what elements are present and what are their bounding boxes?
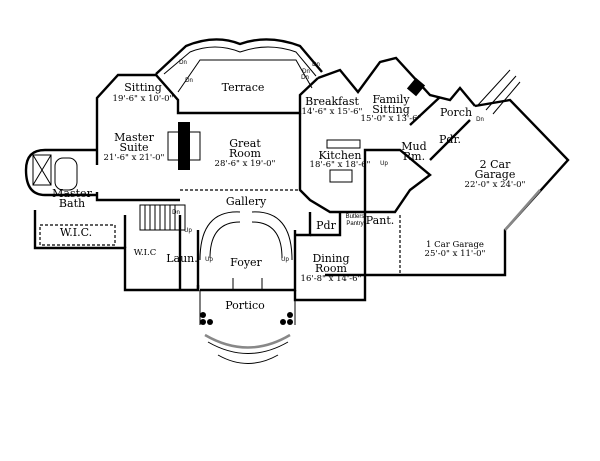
kitchen-dims: 18'-6" x 18'-6" <box>310 160 371 170</box>
master-suite-label-2: Suite <box>119 141 148 154</box>
one-car-garage-label: 1 Car Garage <box>426 240 484 250</box>
wic-master-label: W.I.C. <box>60 226 92 239</box>
terrace-label: Terrace <box>222 81 265 94</box>
butlers-pantry-label-2: Pantry <box>346 221 363 227</box>
master-bath-label: Master <box>52 187 92 200</box>
breakfast-dims: 14'-6" x 15'-6" <box>302 107 363 117</box>
master-bath-label-2: Bath <box>59 197 85 210</box>
stair-down-label: Dn <box>302 69 310 75</box>
stair-down-label: Dn <box>185 78 193 84</box>
two-car-garage-label-2: Garage <box>475 168 516 181</box>
stair-up-label: Up <box>184 228 192 234</box>
stair-down-label: Dn <box>476 117 484 123</box>
gallery-label: Gallery <box>226 195 267 208</box>
mud-room-label: Mud <box>401 140 426 153</box>
stair-up-label: Up <box>281 257 289 263</box>
sitting-label: Sitting <box>124 81 162 94</box>
butlers-pantry-label: Butlers <box>346 214 365 220</box>
family-sitting-label-2: Sitting <box>372 103 410 116</box>
two-car-garage-dims: 22'-0" x 24'-0" <box>465 180 526 190</box>
stair-up-label: Up <box>205 257 213 263</box>
porch-label: Porch <box>440 106 472 119</box>
powder-upper-label: Pdr. <box>439 133 461 146</box>
one-car-garage-dims: 25'-0" x 11'-0" <box>425 249 486 259</box>
great-room-label-2: Room <box>229 147 262 160</box>
stair-down-label: Dn <box>312 62 320 68</box>
powder-lower-label: Pdr <box>316 219 336 232</box>
stair-up-label: Up <box>380 161 388 167</box>
stair-labels: Dn Dn Dn Dn Dn Dn Dn Up Up Up Up <box>172 60 484 263</box>
laundry-label: Laun. <box>166 252 198 265</box>
stair-down-label: Dn <box>301 75 309 81</box>
breakfast-label: Breakfast <box>305 95 359 108</box>
two-car-garage-label: 2 Car <box>480 158 511 171</box>
dining-room-label-2: Room <box>315 262 348 275</box>
sitting-dims: 19'-6" x 10'-0" <box>113 94 174 104</box>
wic-small-label: W.I.C <box>134 248 157 258</box>
master-suite-label: Master <box>114 131 154 144</box>
foyer-label: Foyer <box>230 256 262 269</box>
great-room-label: Great <box>229 137 261 150</box>
dining-room-dims: 16'-8" x 14'-6" <box>301 274 362 284</box>
walls <box>24 38 570 364</box>
dining-room-label: Dining <box>312 252 349 265</box>
room-labels: Terrace Sitting 19'-6" x 10'-0" Master S… <box>52 81 525 312</box>
family-sitting-dims: 15'-0" x 13'-6" <box>361 114 422 124</box>
great-room-dims: 28'-6" x 19'-0" <box>215 159 276 169</box>
stair-down-label: Dn <box>179 60 187 66</box>
mud-room-label-2: Rm. <box>403 150 425 163</box>
master-suite-dims: 21'-6" x 21'-0" <box>104 153 165 163</box>
stair-down-label: Dn <box>172 210 180 216</box>
kitchen-label: Kitchen <box>319 149 362 162</box>
portico-label: Portico <box>225 299 265 312</box>
pantry-label: Pant. <box>366 214 394 227</box>
family-sitting-label: Family <box>372 93 410 106</box>
